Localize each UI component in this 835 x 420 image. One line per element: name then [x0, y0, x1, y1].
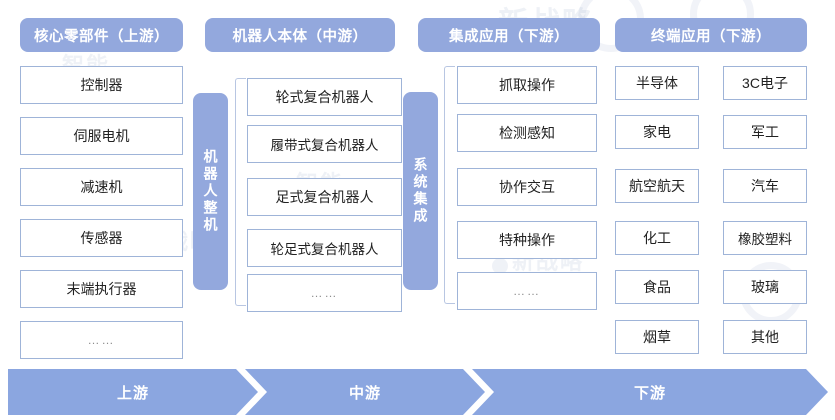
item-box-sensor[interactable]: 传感器 [20, 219, 183, 257]
item-box-special-operation[interactable]: 特种操作 [457, 221, 597, 259]
item-box-reducer[interactable]: 减速机 [20, 168, 183, 206]
vertical-label-robot-whole-machine: 机器人整机 [193, 93, 228, 290]
item-box-end-effector[interactable]: 末端执行器 [20, 270, 183, 308]
item-box-3c-electronics[interactable]: 3C电子 [723, 66, 807, 100]
column-header-downstream-integrated-application: 集成应用（下游） [418, 18, 600, 52]
item-box-military[interactable]: 军工 [723, 115, 807, 149]
vertical-label-system-integration: 系统集成 [403, 92, 438, 290]
arrow-segment-downstream: 下游 [472, 369, 828, 415]
item-box-automobile[interactable]: 汽车 [723, 169, 807, 203]
item-box-aerospace[interactable]: 航空航天 [615, 169, 699, 203]
item-box-servo-motor[interactable]: 伺服电机 [20, 117, 183, 155]
item-box-collaborative-interaction[interactable]: 协作交互 [457, 168, 597, 206]
column-header-midstream-robot-body: 机器人本体（中游） [205, 18, 395, 52]
bracket-midstream [235, 78, 246, 306]
item-box-tobacco[interactable]: 烟草 [615, 320, 699, 354]
item-box-glass[interactable]: 玻璃 [723, 270, 807, 304]
item-box-chemical-industry[interactable]: 化工 [615, 221, 699, 255]
item-box-other[interactable]: 其他 [723, 320, 807, 354]
item-box-wheeled-composite-robot[interactable]: 轮式复合机器人 [247, 78, 402, 116]
item-box-food[interactable]: 食品 [615, 270, 699, 304]
arrow-segment-midstream: 中游 [245, 369, 485, 415]
item-box-upstream-more[interactable]: …… [20, 321, 183, 359]
item-box-midstream-more[interactable]: …… [247, 274, 402, 312]
item-box-semiconductor[interactable]: 半导体 [615, 66, 699, 100]
column-header-downstream-terminal-application: 终端应用（下游） [615, 18, 807, 52]
item-box-controller[interactable]: 控制器 [20, 66, 183, 104]
item-box-grasping-operation[interactable]: 抓取操作 [457, 66, 597, 104]
bracket-downstream [444, 66, 455, 304]
item-box-rubber-plastic[interactable]: 橡胶塑料 [723, 221, 807, 255]
arrow-segment-upstream: 上游 [8, 369, 258, 415]
item-box-home-appliance[interactable]: 家电 [615, 115, 699, 149]
item-box-detection-perception[interactable]: 检测感知 [457, 114, 597, 152]
item-box-legged-composite-robot[interactable]: 足式复合机器人 [247, 178, 402, 216]
item-box-tracked-composite-robot[interactable]: 履带式复合机器人 [247, 125, 402, 163]
column-header-upstream-core-parts: 核心零部件（上游） [20, 18, 183, 52]
item-box-integrated-more[interactable]: …… [457, 272, 597, 310]
item-box-wheel-legged-composite-robot[interactable]: 轮足式复合机器人 [247, 229, 402, 267]
